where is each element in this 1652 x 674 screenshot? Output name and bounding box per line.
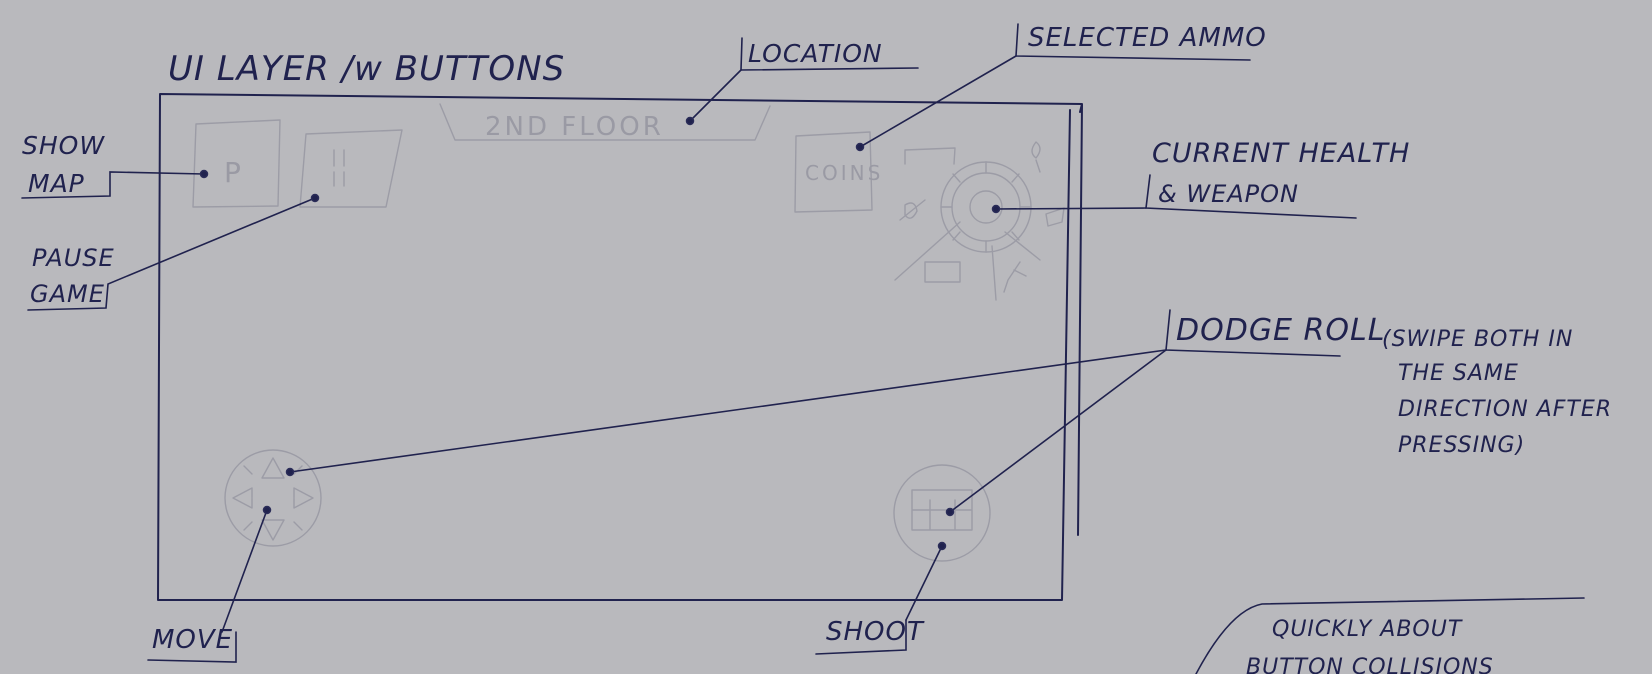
dodge-roll-annotation: DODGE ROLL (SWIPE BOTH IN THE SAME DIREC… <box>285 309 1612 517</box>
current-health-label-line2: & WEAPON <box>1158 180 1299 208</box>
show-map-annotation: SHOW MAP <box>21 131 209 199</box>
bottom-note-line2: BUTTON COLLISIONS <box>1246 655 1494 674</box>
location-label: LOCATION <box>748 39 883 68</box>
pause-game-label-line1: PAUSE <box>32 244 115 272</box>
selected-ammo-label: SELECTED AMMO <box>1028 23 1267 53</box>
current-health-annotation: CURRENT HEALTH & WEAPON <box>991 138 1410 219</box>
map-button[interactable]: P <box>192 119 281 208</box>
ammo-button[interactable]: COINS <box>794 131 883 213</box>
dodge-roll-note-line4: PRESSING) <box>1398 433 1525 458</box>
move-annotation: MOVE <box>147 505 272 663</box>
selected-ammo-annotation: SELECTED AMMO <box>855 23 1267 152</box>
show-map-label-line1: SHOW <box>22 131 105 160</box>
ammo-button-label: COINS <box>805 161 883 185</box>
pause-game-annotation: PAUSE GAME <box>27 193 320 311</box>
device-screen-frame <box>157 93 1083 601</box>
location-banner: 2ND FLOOR <box>439 103 771 142</box>
health-weapon-wheel[interactable] <box>894 141 1065 301</box>
dodge-roll-label: DODGE ROLL <box>1176 313 1385 348</box>
shoot-button[interactable] <box>893 464 991 562</box>
shoot-annotation: SHOOT <box>815 541 947 655</box>
move-label: MOVE <box>152 625 233 655</box>
move-joystick[interactable] <box>224 449 322 547</box>
location-annotation: LOCATION <box>685 37 919 126</box>
weapon-slot-icons <box>904 141 1065 293</box>
dodge-roll-note-line2: THE SAME <box>1398 361 1519 386</box>
bottom-note: QUICKLY ABOUT BUTTON COLLISIONS <box>1195 597 1585 674</box>
shoot-label: SHOOT <box>826 617 925 647</box>
location-banner-text: 2ND FLOOR <box>485 112 664 142</box>
map-button-label: P <box>224 156 244 189</box>
bottom-note-line1: QUICKLY ABOUT <box>1272 617 1463 642</box>
pause-button[interactable] <box>299 129 403 208</box>
current-health-label-line1: CURRENT HEALTH <box>1152 138 1410 169</box>
pause-icon <box>333 149 345 187</box>
dodge-roll-note-line1: (SWIPE BOTH IN <box>1382 327 1573 352</box>
dodge-roll-note-line3: DIRECTION AFTER <box>1398 397 1612 422</box>
sketch-title: UI LAYER /w BUTTONS <box>168 49 565 89</box>
show-map-label-line2: MAP <box>28 169 85 198</box>
pause-game-label-line2: GAME <box>30 280 105 308</box>
